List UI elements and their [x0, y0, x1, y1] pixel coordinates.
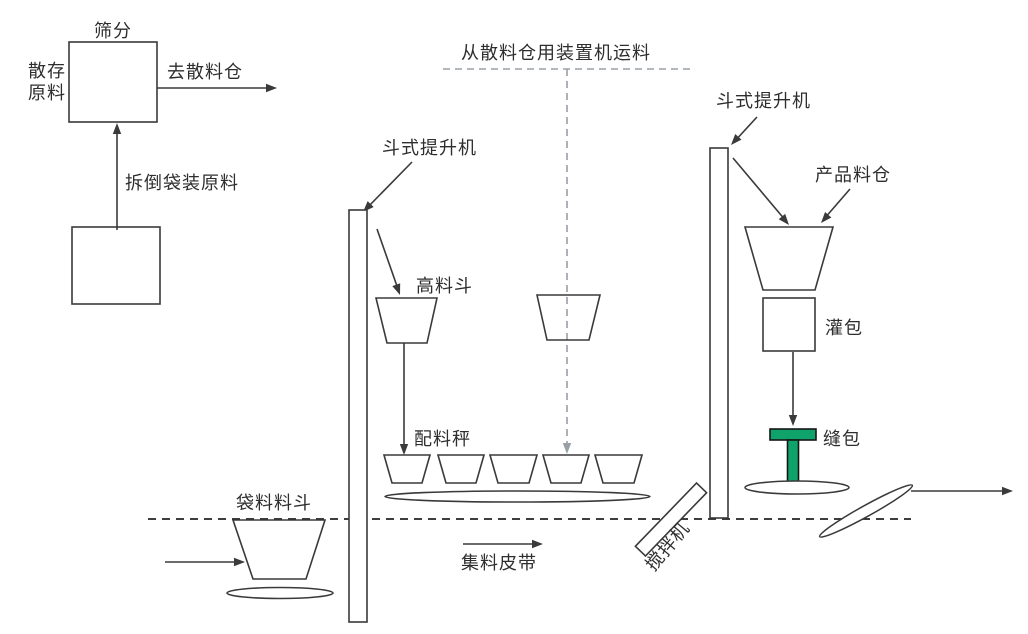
bulk-stored-material-label-line1: 散存 — [28, 61, 66, 81]
bag-sewing-machine-post — [786, 439, 800, 484]
product-silo-label: 产品料仓 — [815, 165, 891, 185]
elevator-to-silo-arrow-head — [778, 213, 789, 225]
to-bulk-silo-label: 去散料仓 — [167, 62, 243, 82]
screening-label: 筛分 — [94, 21, 132, 41]
bag-sewing-label: 缝包 — [823, 429, 861, 449]
bucket-elevator-left-body — [348, 209, 368, 623]
bag-sewing-machine-head — [769, 428, 817, 441]
elevator-right-label-arrow-head — [731, 134, 742, 145]
bucket-elevator-right-label: 斗式提升机 — [716, 91, 811, 111]
sewing-plate — [744, 480, 850, 495]
bag-material-hopper-label: 袋料料斗 — [236, 493, 312, 513]
bucket-elevator-left-label: 斗式提升机 — [382, 138, 477, 158]
unpack-bagged-material-label: 拆倒袋装原料 — [125, 173, 239, 193]
discharge-roller-group — [818, 484, 914, 538]
filling-to-sewing-arrow-head — [788, 415, 798, 426]
transfer-hopper — [536, 294, 602, 341]
batching-scale-hopper-5 — [593, 454, 644, 484]
to-bulk-silo-arrow-head — [266, 83, 277, 93]
bag-material-hopper — [231, 519, 327, 580]
bag-filling-label: 灌包 — [825, 318, 863, 338]
high-hopper-label: 高料斗 — [416, 276, 473, 296]
collecting-belt-body — [384, 490, 651, 503]
high-hopper-to-scale-arrow-head — [399, 444, 409, 455]
product-silo — [743, 226, 835, 291]
batching-scale-label: 配料秤 — [414, 429, 471, 449]
bag-filling-box — [762, 297, 816, 352]
bucket-elevator-right-body — [709, 147, 729, 519]
loader-drop-arrow-head — [562, 443, 572, 454]
discharge-roller — [818, 484, 914, 538]
from-bulk-silo-label: 从散料仓用装置机运料 — [461, 43, 651, 63]
elevator-to-silo-arrow-line — [732, 157, 787, 222]
bulk-stored-material-label-line2: 原料 — [28, 83, 66, 103]
collecting-belt-arrow-head — [532, 539, 543, 549]
product-silo-label-arrow-line — [823, 188, 851, 220]
batching-scale-hopper-2 — [436, 454, 486, 484]
screening-box — [68, 41, 158, 123]
mixer-body — [634, 481, 708, 558]
unpack-arrow-head — [112, 123, 122, 134]
output-arrow-head — [1002, 486, 1013, 496]
product-silo-label-arrow-head — [821, 211, 832, 223]
batching-scale-hopper-1 — [382, 454, 432, 484]
mixer-body-group — [634, 481, 708, 558]
bagged-material-box — [71, 226, 161, 305]
batching-scale-hopper-3 — [488, 454, 539, 484]
collecting-belt-label: 集料皮带 — [461, 553, 537, 573]
elevator-to-high-hopper-arrow-line — [376, 228, 399, 290]
high-hopper — [374, 297, 438, 344]
elevator-to-high-hopper-arrow-head — [392, 283, 401, 295]
elevator-left-label-arrow-line — [365, 161, 413, 210]
batching-scale-hopper-4 — [541, 454, 591, 484]
bag-hopper-plate — [226, 586, 334, 600]
bag-hopper-feed-arrow-head — [234, 557, 245, 567]
